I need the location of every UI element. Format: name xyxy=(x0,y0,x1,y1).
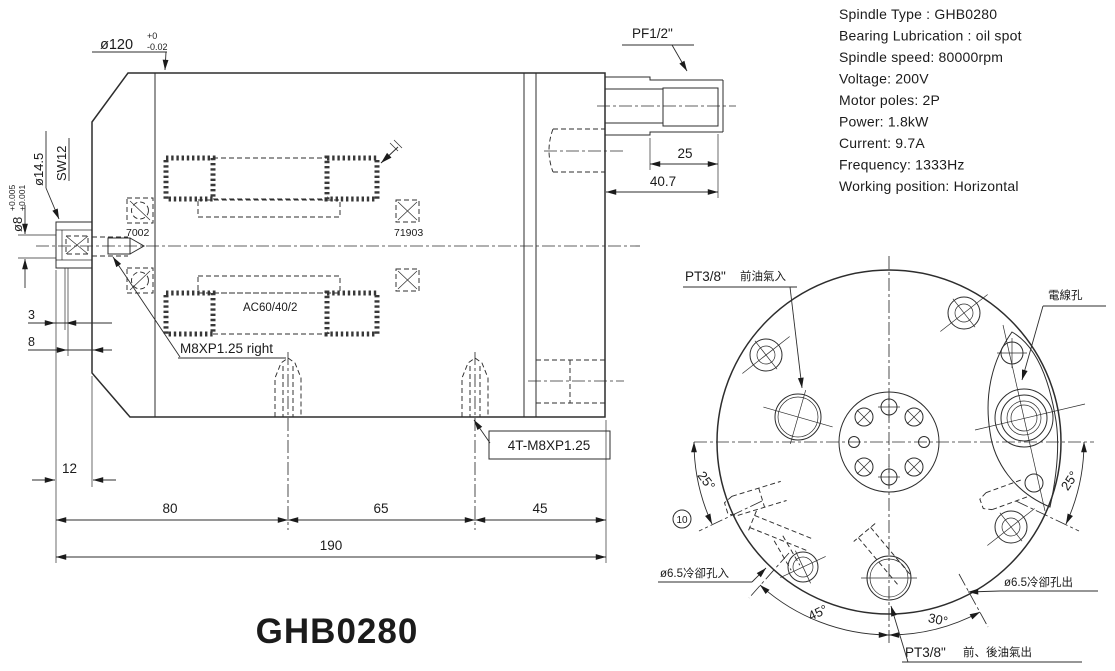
angle-left-text: 25° xyxy=(694,468,718,493)
dia8-callout: ø8 +0.005 +0.001 xyxy=(7,184,27,232)
front-bearing-label: 7002 xyxy=(126,227,150,239)
cooling-inlet-screw xyxy=(780,550,826,584)
oil-in-callout: PT3/8" 前油氣入 xyxy=(683,269,804,389)
cool-in-callout: ø6.5冷卻孔入 xyxy=(658,567,767,583)
bolt-hole-top-right xyxy=(940,294,988,332)
angle-br-text: 30° xyxy=(927,610,949,629)
spec-line: Working position: Horizontal xyxy=(839,178,1019,194)
bolt-hole-bottom-right xyxy=(987,508,1035,546)
flange-bolt-holes xyxy=(742,294,1035,546)
svg-text:12: 12 xyxy=(62,461,77,476)
spec-line: Spindle Type : GHB0280 xyxy=(839,6,997,22)
hidden-passage-left xyxy=(747,510,815,552)
angle-bl-text: 45° xyxy=(806,602,830,624)
dim-80: 80 xyxy=(162,501,177,516)
dia14-5-text: ø14.5 xyxy=(31,153,46,186)
mount-thread-text: 4T-M8XP1.25 xyxy=(508,438,591,453)
spec-line: Power: 1.8kW xyxy=(839,114,929,130)
hidden-cooling-passages xyxy=(698,478,1080,628)
end-view: 25° 25° 45° 30° 10 PT3/8" 前油氣入 電線孔 xyxy=(658,256,1106,663)
spec-line: Voltage: 200V xyxy=(839,71,929,87)
svg-text:8: 8 xyxy=(28,335,35,349)
cool-out-callout: ø6.5冷卻孔出 xyxy=(967,575,1098,595)
hidden-stud-left xyxy=(274,352,302,530)
body-outline xyxy=(91,72,606,418)
side-view: 7002 71903 AC60/40/2 xyxy=(7,26,736,651)
balloon-text: 10 xyxy=(676,515,688,526)
spec-list: Spindle Type : GHB0280 Bearing Lubricati… xyxy=(839,6,1022,194)
svg-text:電線孔: 電線孔 xyxy=(1048,288,1083,302)
spec-line: Current: 9.7A xyxy=(839,135,925,151)
dia120-callout: ø120 +0 -0.02 xyxy=(92,31,169,71)
dim-25-40-7: 25 40.7 xyxy=(605,134,719,198)
m8-thread-text: M8XP1.25 right xyxy=(180,341,273,356)
nose-dia-callouts: ø14.5 SW12 ø8 +0.005 +0.001 xyxy=(7,131,70,288)
dim-40-7-text: 40.7 xyxy=(650,174,676,189)
svg-text:前油氣入: 前油氣入 xyxy=(740,269,786,283)
dim-12: 12 xyxy=(32,270,116,563)
svg-text:前、後油氣出: 前、後油氣出 xyxy=(963,645,1032,659)
spec-line: Motor poles: 2P xyxy=(839,92,940,108)
end-view-callouts: PT3/8" 前油氣入 電線孔 ø6.5冷卻孔入 ø6.5冷卻孔出 xyxy=(658,269,1106,663)
dim-3: 3 xyxy=(28,268,112,330)
hidden-passage-left-2 xyxy=(773,535,801,571)
hidden-plug-right xyxy=(979,478,1030,511)
hub-screw-icons xyxy=(854,407,924,477)
dim-25-text: 25 xyxy=(677,146,692,161)
model-title: GHB0280 xyxy=(256,612,419,651)
balloon-10: 10 xyxy=(672,509,692,529)
oil-inlet-hole xyxy=(763,389,833,445)
dim-45: 45 xyxy=(532,501,547,516)
svg-text:ø6.5冷卻孔出: ø6.5冷卻孔出 xyxy=(1004,575,1073,589)
svg-text:PT3/8": PT3/8" xyxy=(685,269,726,284)
dim-190: 190 xyxy=(320,538,343,553)
svg-text:3: 3 xyxy=(28,308,35,322)
pf-text: PF1/2" xyxy=(632,26,673,41)
thread-callout-4t: 4T-M8XP1.25 xyxy=(473,419,611,460)
spec-line: Bearing Lubrication : oil spot xyxy=(839,28,1022,44)
oil-out-callout: PT3/8" 前、後油氣出 xyxy=(890,605,1082,663)
spec-line: Frequency: 1333Hz xyxy=(839,157,965,173)
rear-bearing-71903: 71903 xyxy=(394,199,423,292)
spec-line: Spindle speed: 80000rpm xyxy=(839,49,1003,65)
bottom-dimensions: 80 65 45 190 xyxy=(55,420,607,563)
center-hub xyxy=(838,391,940,493)
thread-callout-m8: M8XP1.25 right xyxy=(112,256,286,359)
motor-winding-upper xyxy=(163,139,403,218)
motor-winding-lower: AC60/40/2 xyxy=(163,275,380,337)
rear-hidden-port-bottom xyxy=(528,359,624,404)
dia8-tol-lower: +0.001 xyxy=(17,184,27,211)
wire-hole-callout: 電線孔 xyxy=(1021,288,1106,381)
winding-spec-label: AC60/40/2 xyxy=(243,302,297,314)
dia8-text: ø8 xyxy=(10,217,25,232)
dim-65: 65 xyxy=(373,501,388,516)
dim-8: 8 xyxy=(28,268,112,356)
svg-text:PT3/8": PT3/8" xyxy=(905,645,946,660)
dia120-text: ø120 xyxy=(100,37,133,53)
rear-hidden-port-top xyxy=(544,128,624,173)
angle-right-text: 25° xyxy=(1058,468,1081,493)
dia120-tol-upper: +0 xyxy=(147,31,157,41)
hidden-passage-right xyxy=(853,523,913,587)
dia120-tol-lower: -0.02 xyxy=(147,42,168,52)
pf-fitting xyxy=(597,76,736,136)
bolt-hole-top-left xyxy=(742,336,790,374)
sw12-text: SW12 xyxy=(54,146,69,181)
cable-gland xyxy=(974,324,1086,512)
rear-bearing-label: 71903 xyxy=(394,227,423,239)
winding-lead-arrow xyxy=(380,146,399,164)
hidden-stud-right xyxy=(461,352,489,530)
pf-callout: PF1/2" xyxy=(622,26,694,72)
svg-text:ø6.5冷卻孔入: ø6.5冷卻孔入 xyxy=(660,567,730,580)
dia8-tol-upper: +0.005 xyxy=(7,184,17,211)
